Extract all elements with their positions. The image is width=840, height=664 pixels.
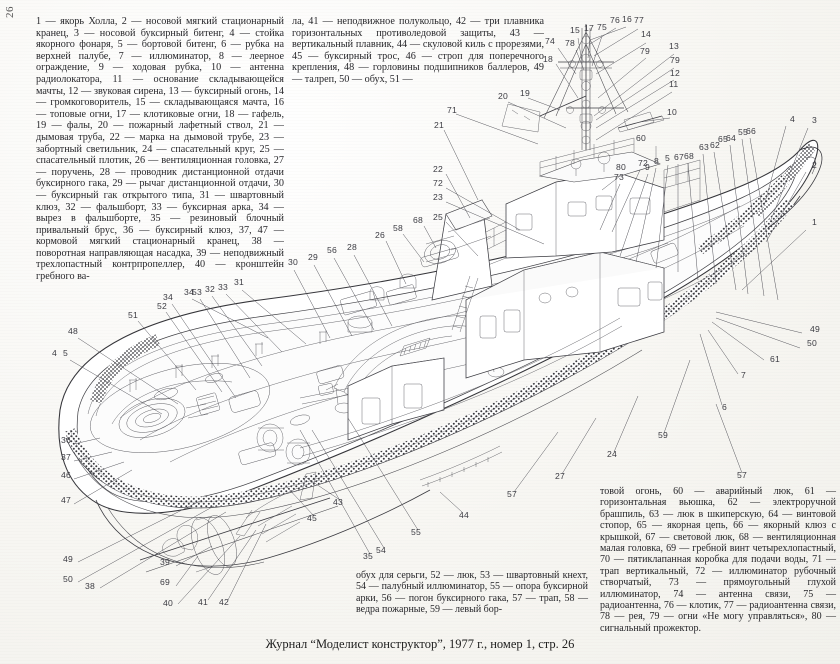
callout-number: 6 — [722, 402, 727, 412]
callout-number: 52 — [157, 301, 167, 311]
callout-number: 69 — [160, 577, 170, 587]
callout-number: 5 — [63, 348, 68, 358]
legend-column-2: ла, 41 — неподвижное полукольцо, 42 — тр… — [292, 16, 544, 85]
callout-number: 5 — [665, 153, 670, 163]
callout-number: 74 — [545, 36, 555, 46]
callout-number: 24 — [607, 449, 617, 459]
callout-number: 47 — [61, 495, 71, 505]
callout-number: 30 — [288, 257, 298, 267]
callout-number: 37 — [61, 452, 71, 462]
callout-number: 76 — [610, 15, 620, 25]
callout-number: 67 — [674, 152, 684, 162]
callout-number: 26 — [375, 230, 385, 240]
callout-number: 33 — [218, 282, 228, 292]
callout-number: 77 — [634, 15, 644, 25]
callout-number: 65 — [718, 134, 728, 144]
callout-number: 73 — [614, 172, 624, 182]
callout-number: 54 — [376, 545, 386, 555]
callout-number: 20 — [498, 91, 508, 101]
callout-number: 36 — [61, 435, 71, 445]
callout-number: 66 — [746, 126, 756, 136]
page-number: 26 — [4, 6, 16, 18]
callout-number: 78 — [565, 38, 575, 48]
callout-number: 68 — [684, 151, 694, 161]
callout-number: 80 — [616, 162, 626, 172]
callout-number: 35 — [363, 551, 373, 561]
callout-number: 55 — [738, 127, 748, 137]
callout-number: 21 — [434, 120, 444, 130]
callout-number: 8 — [654, 156, 659, 166]
callout-number: 22 — [433, 164, 443, 174]
legend-bottom-right: товой огонь, 60 — аварийный люк, 61 — го… — [600, 486, 836, 634]
callout-number: 79 — [670, 55, 680, 65]
callout-number: 57 — [737, 470, 747, 480]
callout-number: 19 — [520, 88, 530, 98]
callout-number: 9 — [645, 162, 650, 172]
callout-number: 11 — [669, 79, 678, 89]
callout-number: 2 — [812, 160, 817, 170]
callout-number: 14 — [641, 29, 651, 39]
callout-number: 13 — [669, 41, 679, 51]
callout-number: 25 — [433, 212, 443, 222]
callout-number: 27 — [555, 471, 565, 481]
callout-number: 62 — [710, 140, 720, 150]
callout-number: 28 — [347, 242, 357, 252]
callout-number: 39 — [160, 557, 170, 567]
callout-number: 23 — [433, 192, 443, 202]
callout-number: 68 — [413, 215, 423, 225]
callout-number: 45 — [307, 513, 317, 523]
callout-number: 58 — [393, 223, 403, 233]
callout-number: 4 — [790, 114, 795, 124]
callout-number: 46 — [61, 470, 71, 480]
callout-number: 63 — [699, 142, 709, 152]
callout-number: 3 — [812, 115, 817, 125]
callout-number: 32 — [205, 284, 215, 294]
callout-number: 50 — [63, 574, 73, 584]
callout-number: 51 — [128, 310, 138, 320]
callout-number: 79 — [640, 46, 650, 56]
callout-number: 49 — [810, 324, 820, 334]
callout-number: 72 — [433, 178, 443, 188]
callout-number: 44 — [459, 510, 469, 520]
callout-number: 59 — [658, 430, 668, 440]
callout-number: 55 — [411, 527, 421, 537]
callout-number: 42 — [219, 597, 229, 607]
callout-number: 72 — [638, 158, 648, 168]
legend-column-1: 1 — якорь Холла, 2 — носовой мягкий стац… — [36, 16, 284, 283]
callout-number: 60 — [636, 133, 646, 143]
callout-number: 49 — [63, 554, 73, 564]
callout-number: 38 — [85, 581, 95, 591]
callout-number: 48 — [68, 326, 78, 336]
callout-number: 16 — [622, 14, 632, 24]
callout-number: 34 — [184, 287, 194, 297]
callout-number: 56 — [327, 245, 337, 255]
callout-number: 50 — [807, 338, 817, 348]
callout-number: 71 — [447, 105, 457, 115]
callout-number: 34 — [163, 292, 173, 302]
callout-number: 17 — [584, 23, 594, 33]
callout-number: 1 — [812, 217, 817, 227]
callout-number: 53 — [192, 287, 202, 297]
callout-number: 7 — [741, 370, 746, 380]
callout-number: 29 — [308, 252, 318, 262]
callout-number: 15 — [570, 25, 580, 35]
callout-number: 61 — [770, 354, 780, 364]
callout-number: 43 — [333, 497, 343, 507]
source-caption: Журнал “Моделист конструктор”, 1977 г., … — [265, 637, 575, 651]
callout-number: 41 — [198, 597, 208, 607]
callout-number: 57 — [507, 489, 517, 499]
callout-number: 40 — [163, 598, 173, 608]
callout-number: 4 — [52, 348, 57, 358]
callout-number: 10 — [667, 107, 677, 117]
callout-number: 75 — [597, 22, 607, 32]
callout-number: 18 — [543, 54, 553, 64]
callout-number: 12 — [670, 68, 680, 78]
callout-number: 64 — [726, 133, 736, 143]
legend-bottom-middle: обух для серьги, 52 — люк, 53 — швартовн… — [356, 570, 588, 616]
